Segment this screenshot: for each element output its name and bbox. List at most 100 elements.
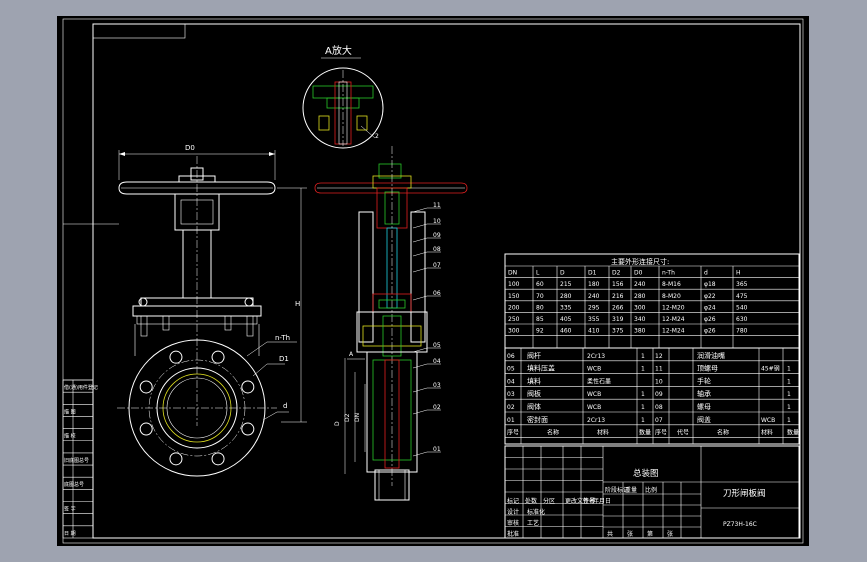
code-box [92, 23, 186, 39]
bolt-hole [211, 452, 225, 466]
bom-header: 材料 [597, 429, 609, 437]
table-header: D1 [588, 270, 597, 277]
model-number: PZ73H-16C [723, 521, 757, 528]
table-cell: 60 [536, 281, 544, 288]
table-header: DN [508, 270, 517, 277]
table-cell: 8-M16 [662, 281, 681, 288]
part-number-03: 03 [433, 382, 441, 389]
handwheel-section[interactable] [314, 182, 468, 194]
handwheel[interactable] [118, 181, 276, 195]
table-cell: 266 [612, 304, 624, 311]
bom-name: 阀体 [527, 402, 541, 411]
title-block-label: 标记 [507, 497, 519, 505]
bom-index: 03 [507, 391, 515, 398]
bom-name: 密封面 [527, 415, 548, 424]
table-cell: 280 [560, 293, 572, 300]
bom-qty: 1 [641, 391, 645, 398]
part-number-02: 02 [433, 404, 441, 411]
table-cell: 475 [736, 293, 748, 300]
bom-name: 阀盖 [697, 415, 711, 424]
strip-label: 底图总号 [64, 481, 84, 488]
bom-index: 12 [655, 353, 663, 360]
table-cell: 80 [536, 304, 544, 311]
table-cell: 156 [612, 281, 624, 288]
table-cell: 375 [612, 328, 624, 335]
bom-qty: 1 [641, 417, 645, 424]
bom-material: 45#钢 [761, 365, 780, 373]
title-block-label: 第 [647, 530, 653, 538]
table-cell: 250 [508, 316, 520, 323]
bom-index: 09 [655, 391, 663, 398]
table-cell: 300 [508, 328, 520, 335]
table-cell: 240 [634, 281, 646, 288]
bom-index: 10 [655, 378, 663, 385]
table-cell: 150 [508, 293, 520, 300]
table-title: 主要外形连接尺寸: [611, 257, 669, 266]
bom-name: 阀杆 [527, 351, 541, 360]
table-cell: 410 [588, 328, 600, 335]
bom-index: 02 [507, 404, 515, 411]
bom-header: 名称 [547, 429, 559, 437]
drawing-name: 总装图 [633, 468, 659, 479]
table-cell: 300 [634, 304, 646, 311]
title-block-label: 工艺 [527, 519, 539, 527]
part-number-11: 11 [433, 202, 441, 209]
part-number-05: 05 [433, 342, 441, 349]
bom-qty: 1 [641, 366, 645, 373]
bom-header: 材料 [761, 429, 773, 437]
table-cell: 319 [612, 316, 624, 323]
table-cell: 355 [588, 316, 600, 323]
strip-label: 借(通)用件登记 [64, 384, 98, 391]
bom-qty: 1 [787, 417, 791, 424]
product-name: 刀形闸板阀 [723, 488, 766, 499]
title-block-label: 审核 [507, 519, 519, 527]
bom-index: 06 [507, 353, 515, 360]
bom-name: 填料压盖 [527, 364, 555, 373]
table-cell: 380 [634, 328, 646, 335]
title-block-label: 处数 [525, 497, 537, 505]
bom-qty: 1 [787, 404, 791, 411]
DN-label: DN [354, 413, 361, 422]
table-cell: φ26 [704, 316, 716, 323]
title-block-label: 年月日 [593, 497, 611, 505]
table-cell: 12-M24 [662, 328, 685, 335]
table-cell: 295 [588, 304, 600, 311]
bom-header: 名称 [717, 429, 729, 437]
table-cell: 180 [588, 281, 600, 288]
table-cell: 8-M20 [662, 293, 681, 300]
table-cell: 340 [634, 316, 646, 323]
bom-index: 11 [655, 366, 663, 373]
title-block-label: 签名 [583, 497, 595, 505]
d-label: d [283, 402, 287, 410]
bom-index: 07 [655, 417, 663, 424]
table-cell: 365 [736, 281, 748, 288]
strip-label: 描 图 [64, 408, 76, 415]
table-cell: 92 [536, 328, 544, 335]
bom-header: 数量 [639, 429, 651, 437]
detail-title: A放大 [325, 44, 352, 57]
table-cell: φ22 [704, 293, 716, 300]
table-cell: 215 [560, 281, 572, 288]
body-section [366, 351, 418, 473]
table-cell: 240 [588, 293, 600, 300]
part-number-08: 08 [433, 246, 441, 253]
table-cell: 100 [508, 281, 520, 288]
bom-name: 顶螺母 [697, 364, 718, 373]
part-number-01: 01 [433, 446, 441, 453]
bolt-hole [241, 422, 255, 436]
bom-material: WCB [587, 391, 601, 398]
table-cell: φ24 [704, 304, 716, 311]
title-block-label: 更改文件号 [565, 497, 595, 505]
bom-material: WCB [587, 404, 601, 411]
title-block-label: 重量 [625, 486, 637, 494]
section-mark: A [349, 351, 354, 358]
bolt-hole [241, 380, 255, 394]
bom-qty: 1 [641, 353, 645, 360]
title-block: 标记处数分区更改文件号签名年月日设计标准化阶段标记重量比例审核工艺批准共张第张 … [504, 445, 800, 539]
inner-border [92, 23, 801, 539]
h-label: H [295, 300, 300, 308]
